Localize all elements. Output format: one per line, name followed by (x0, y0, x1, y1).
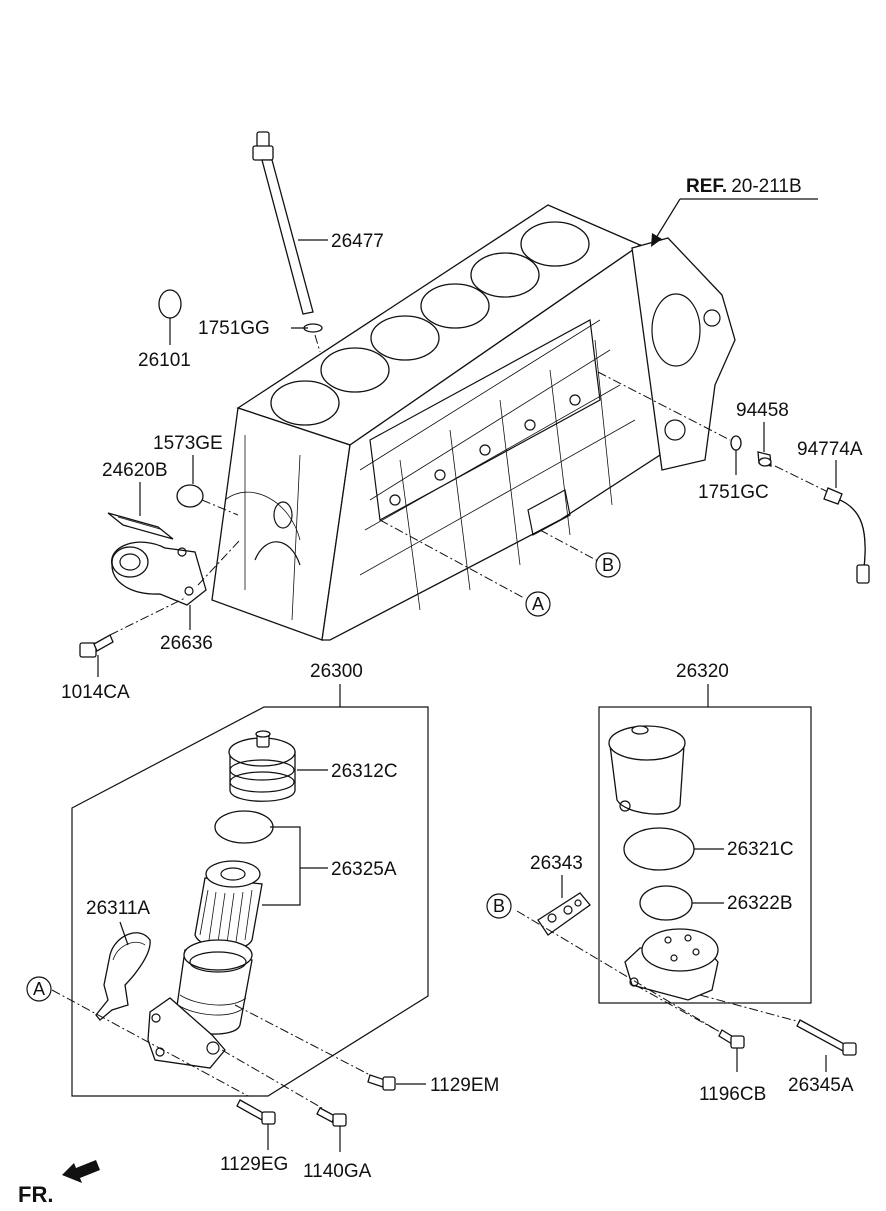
marker-b-cooler: B (486, 893, 512, 919)
label-1751gg: 1751GG (198, 318, 270, 339)
water-outlet-26636-drawing (111, 541, 207, 606)
dipstick-guide-drawing (252, 131, 323, 333)
sensor-hose-94774a-drawing (823, 487, 870, 584)
filter-cap-26312c-drawing (228, 730, 296, 802)
label-26477: 26477 (331, 231, 384, 252)
union-bolt-94458-drawing (757, 451, 772, 467)
label-1014ca: 1014CA (61, 682, 130, 703)
leader-lines (97, 198, 837, 1152)
svg-text:A: A (532, 594, 544, 614)
gasket-26343-drawing (537, 892, 591, 936)
label-94774a: 94774A (797, 439, 863, 460)
label-26322b: 26322B (727, 893, 793, 914)
bolt-1129em-drawing (367, 1074, 396, 1091)
filter-element-drawing (194, 860, 263, 950)
o-ring-26101-drawing (158, 289, 182, 319)
label-26636: 26636 (160, 633, 213, 654)
gasket-24620b-drawing (107, 512, 174, 540)
front-direction-indicator: FR. (18, 1160, 100, 1207)
gasket-26311a-drawing (95, 932, 151, 1021)
label-26325a: 26325A (331, 859, 397, 880)
bolt-1196cb-drawing (718, 1029, 745, 1049)
marker-a-block: A (525, 591, 551, 617)
label-26101: 26101 (138, 350, 191, 371)
reference-label: REF.20-211B (686, 176, 802, 197)
cylinder-block-drawing (211, 204, 736, 641)
label-26345a: 26345A (788, 1075, 854, 1096)
svg-text:FR.: FR. (18, 1182, 53, 1207)
label-1751gc: 1751GC (698, 482, 769, 503)
label-26343: 26343 (530, 853, 583, 874)
label-26300: 26300 (310, 661, 363, 682)
label-1129em: 1129EM (430, 1075, 499, 1096)
label-94458: 94458 (736, 400, 789, 421)
label-26321c: 26321C (727, 839, 794, 860)
label-24620b: 24620B (102, 460, 168, 481)
marker-b-block: B (595, 552, 621, 578)
cooler-base-drawing (624, 928, 719, 1001)
plug-1573ge-drawing (176, 484, 204, 508)
label-1196cb: 1196CB (699, 1084, 766, 1105)
bolt-26345a-drawing (796, 1019, 857, 1056)
svg-text:B: B (602, 555, 614, 575)
label-1573ge: 1573GE (153, 433, 223, 454)
label-26311a: 26311A (86, 898, 150, 919)
arrow-down-left-icon (62, 1160, 100, 1183)
filter-housing-drawing (147, 939, 253, 1069)
assembly-frame-26320 (598, 706, 812, 1004)
o-ring-filter-drawing (214, 810, 274, 844)
label-26312c: 26312C (331, 761, 398, 782)
assembly-frame-26300 (71, 706, 429, 1097)
o-ring-26321c-drawing (623, 827, 695, 871)
bolt-1129eg-drawing (236, 1099, 276, 1125)
svg-text:B: B (493, 896, 505, 916)
marker-a-filter: A (26, 976, 52, 1002)
element-26322b-drawing (639, 885, 693, 921)
label-1129eg: 1129EG (220, 1154, 288, 1175)
o-ring-1751gc-drawing (730, 435, 742, 451)
bolt-1014ca-drawing (79, 634, 114, 658)
label-26320: 26320 (676, 661, 729, 682)
svg-text:A: A (33, 979, 45, 999)
cooler-can-drawing (608, 725, 686, 815)
label-1140ga: 1140GA (303, 1161, 372, 1182)
bolt-1140ga-drawing (316, 1107, 347, 1127)
